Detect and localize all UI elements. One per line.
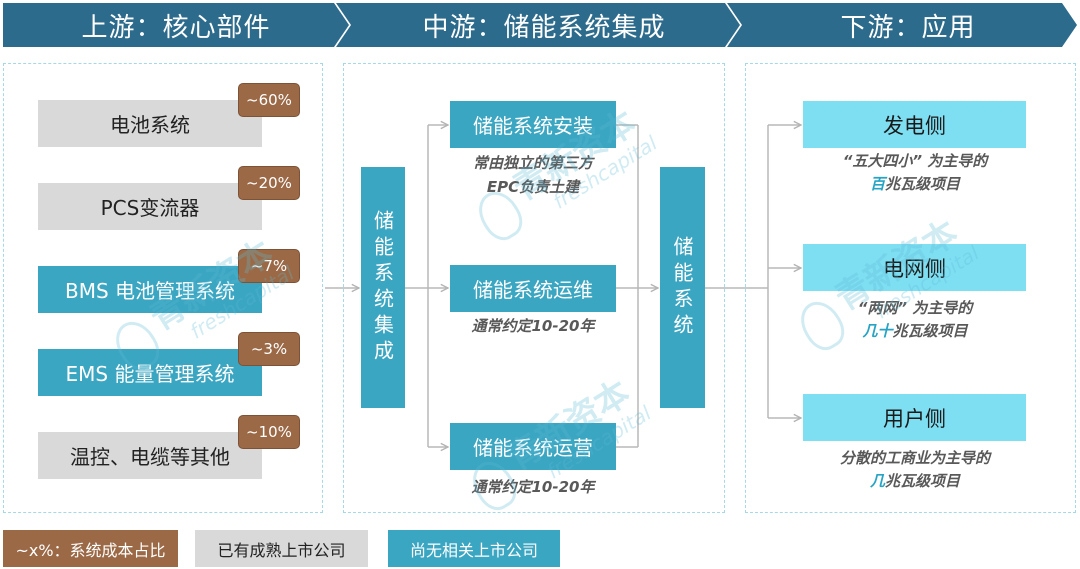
component-label: 温控、电缆等其他 [70, 445, 230, 469]
application-grid-side: 电网侧 [803, 244, 1026, 291]
component-label: BMS 电池管理系统 [64, 279, 236, 303]
component-label: 电池系统 [110, 113, 190, 137]
component-pcs: PCS变流器 [38, 183, 262, 230]
scale-rest: 兆瓦级项目 [885, 175, 961, 193]
scale-highlight: 几十 [862, 322, 893, 340]
cost-share-badge: ~60% [238, 83, 300, 117]
header-downstream-title: 下游：应用 [840, 12, 976, 43]
application-label: 电网侧 [883, 256, 946, 281]
system-label: 储能系统 [670, 235, 694, 340]
caption-line2: 几十兆瓦级项目 [800, 320, 1030, 343]
system-box: 储能系统 [660, 167, 705, 408]
stage-installation-note: 常由独立的第三方 EPC负责土建 [440, 151, 626, 199]
header-midstream: 中游：储能系统集成 [336, 3, 740, 47]
component-bms: BMS 电池管理系统 [38, 266, 262, 313]
application-label: 发电侧 [883, 113, 946, 138]
component-label: PCS变流器 [100, 196, 200, 220]
caption-line2: 几兆瓦级项目 [800, 470, 1030, 493]
note-line: EPC负责土建 [486, 178, 580, 196]
component-thermal-cable-other: 温控、电缆等其他 [38, 432, 262, 479]
stage-label: 储能系统运维 [473, 278, 593, 302]
caption-line1: “五大四小” 为主导的 [842, 152, 988, 170]
header-downstream: 下游：应用 [727, 3, 1077, 47]
application-user-side: 用户侧 [803, 394, 1026, 441]
header-midstream-title: 中游：储能系统集成 [422, 12, 666, 43]
scale-rest: 兆瓦级项目 [892, 322, 968, 340]
stage-operation-note: 通常约定10-20年 [440, 475, 626, 499]
component-label: EMS 能量管理系统 [65, 362, 235, 386]
component-ems: EMS 能量管理系统 [38, 349, 262, 396]
application-label: 用户侧 [883, 406, 946, 431]
cost-share-badge: ~10% [238, 415, 300, 449]
legend-unlisted: 尚无相关上市公司 [388, 530, 560, 567]
application-generation-side: 发电侧 [803, 101, 1026, 148]
stage-installation: 储能系统安装 [450, 101, 616, 148]
integration-label: 储能系统集成 [370, 209, 395, 366]
scale-rest: 兆瓦级项目 [885, 472, 961, 490]
component-battery-system: 电池系统 [38, 100, 262, 147]
stage-maintenance-note: 通常约定10-20年 [440, 314, 626, 338]
legend-listed: 已有成熟上市公司 [195, 530, 368, 567]
legend-label: ~x%：系统成本占比 [15, 540, 166, 560]
note-line: 常由独立的第三方 [472, 154, 593, 172]
cost-share-badge: ~7% [238, 249, 300, 283]
application-generation-caption: “五大四小” 为主导的 百兆瓦级项目 [800, 150, 1030, 196]
scale-highlight: 几 [869, 472, 885, 490]
application-grid-caption: “两网” 为主导的 几十兆瓦级项目 [800, 297, 1030, 343]
caption-line1: “两网” 为主导的 [857, 299, 973, 317]
stage-label: 储能系统安装 [473, 114, 593, 138]
integration-box: 储能系统集成 [361, 167, 405, 408]
header-upstream: 上游：核心部件 [3, 3, 349, 47]
stage-operation: 储能系统运营 [450, 423, 616, 470]
header-upstream-title: 上游：核心部件 [81, 12, 271, 43]
note-line: 通常约定10-20年 [471, 478, 595, 496]
scale-highlight: 百 [869, 175, 885, 193]
upstream-panel [3, 63, 323, 513]
cost-share-badge: ~20% [238, 166, 300, 200]
caption-line1: 分散的工商业为主导的 [839, 449, 990, 467]
note-line: 通常约定10-20年 [471, 317, 595, 335]
caption-line2: 百兆瓦级项目 [800, 173, 1030, 196]
legend-label: 已有成熟上市公司 [217, 540, 346, 560]
stage-label: 储能系统运营 [473, 436, 593, 460]
cost-share-badge: ~3% [238, 332, 300, 366]
application-user-caption: 分散的工商业为主导的 几兆瓦级项目 [800, 447, 1030, 493]
stage-maintenance: 储能系统运维 [450, 265, 616, 312]
legend-cost-share: ~x%：系统成本占比 [3, 530, 178, 567]
legend-label: 尚无相关上市公司 [409, 540, 538, 560]
